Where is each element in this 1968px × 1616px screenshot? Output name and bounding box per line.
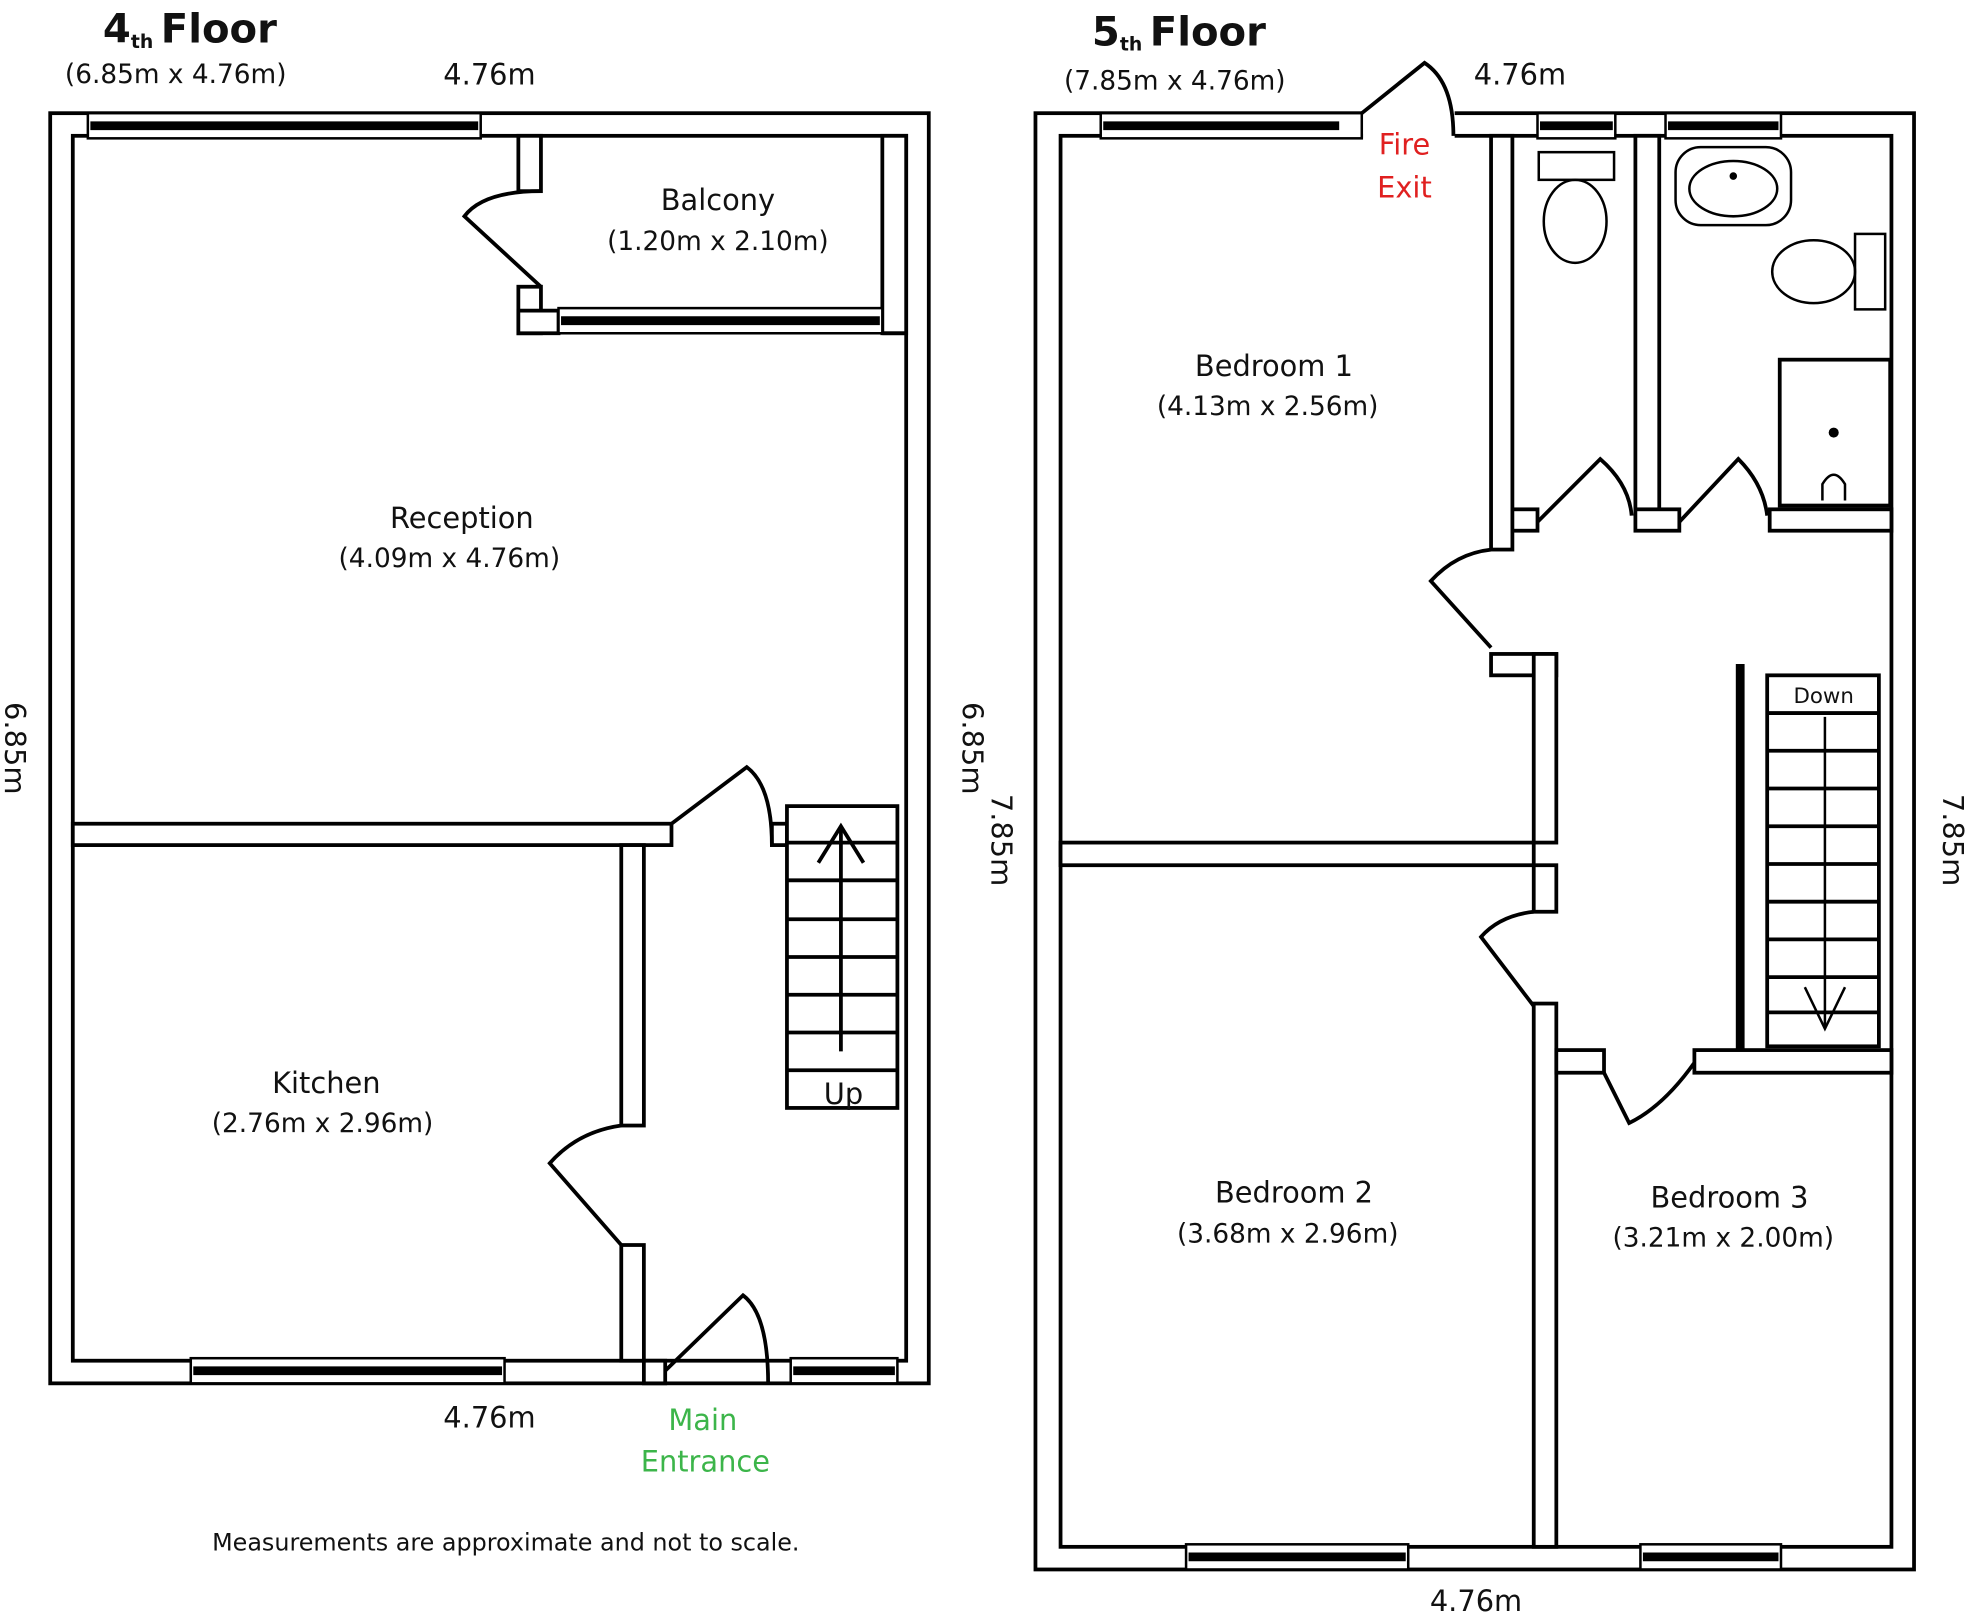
main-entrance-door[interactable] (663, 1292, 771, 1384)
window (1099, 111, 1364, 140)
dimension-bottom: 4.76m (443, 1400, 535, 1434)
room-size-kitchen: (2.76m x 2.96m) (212, 1109, 434, 1139)
wall (516, 133, 543, 194)
room-size-balcony: (1.20m x 2.10m) (607, 227, 829, 257)
dimension-right: 6.85m (956, 702, 990, 795)
stairs-down-label: Down (1793, 684, 1853, 709)
wall (1489, 133, 1515, 552)
room-size-bedroom-1: (4.13m x 2.56m) (1157, 392, 1379, 422)
window (1536, 111, 1617, 140)
dimension-top: 4.76m (443, 57, 535, 91)
sink-icon (1674, 145, 1793, 227)
fire-exit-door[interactable] (1360, 60, 1456, 136)
fire-exit-label: Fire (1379, 128, 1430, 162)
fire-exit-label-2: Exit (1377, 170, 1432, 204)
toilet-icon (1537, 150, 1616, 265)
window (1664, 111, 1783, 140)
bathroom-door[interactable] (1677, 456, 1770, 524)
wall (70, 821, 674, 847)
main-entrance-label-2: Entrance (641, 1444, 770, 1478)
window (189, 1356, 506, 1385)
bedroom-3-door[interactable] (1602, 1061, 1696, 1126)
room-name-bedroom-1: Bedroom 1 (1195, 349, 1353, 383)
room-name-bedroom-2: Bedroom 2 (1215, 1175, 1373, 1209)
dimension-right: 7.85m (1936, 794, 1968, 887)
stairs-up-label: Up (824, 1077, 863, 1111)
dimension-bottom: 4.76m (1430, 1584, 1522, 1616)
floor-5-size: (7.85m x 4.76m) (1064, 66, 1286, 96)
room-name-bedroom-3: Bedroom 3 (1651, 1180, 1809, 1214)
bedroom-1-door[interactable] (1428, 547, 1493, 649)
dimension-left: 6.85m (0, 702, 32, 795)
window (86, 111, 482, 140)
shower-icon (1777, 357, 1893, 508)
stairs-down[interactable]: Down (1765, 673, 1881, 1049)
room-name-reception: Reception (390, 501, 534, 535)
reception-door[interactable] (670, 764, 774, 846)
kitchen-door[interactable] (547, 1123, 623, 1247)
room-name-balcony: Balcony (661, 183, 775, 217)
handrail (1735, 664, 1745, 1051)
window (557, 306, 884, 335)
disclaimer: Measurements are approximate and not to … (212, 1529, 799, 1557)
main-entrance-label: Main (668, 1403, 737, 1437)
balcony-door[interactable] (461, 189, 543, 289)
stairs-up[interactable]: Up (785, 804, 900, 1111)
window (789, 1356, 899, 1385)
room-name-kitchen: Kitchen (272, 1066, 380, 1100)
dimension-left: 7.85m (985, 794, 1019, 887)
room-size-bedroom-3: (3.21m x 2.00m) (1612, 1223, 1834, 1253)
wc-door[interactable] (1536, 456, 1634, 524)
bedroom-2-door[interactable] (1478, 909, 1536, 1008)
dimension-top: 4.76m (1474, 57, 1566, 91)
room-size-bedroom-2: (3.68m x 2.96m) (1177, 1219, 1399, 1249)
room-size-reception: (4.09m x 4.76m) (339, 544, 561, 574)
window (1639, 1543, 1783, 1571)
window (1184, 1543, 1410, 1571)
floor-4-size: (6.85m x 4.76m) (65, 60, 287, 90)
toilet-icon (1770, 232, 1887, 311)
